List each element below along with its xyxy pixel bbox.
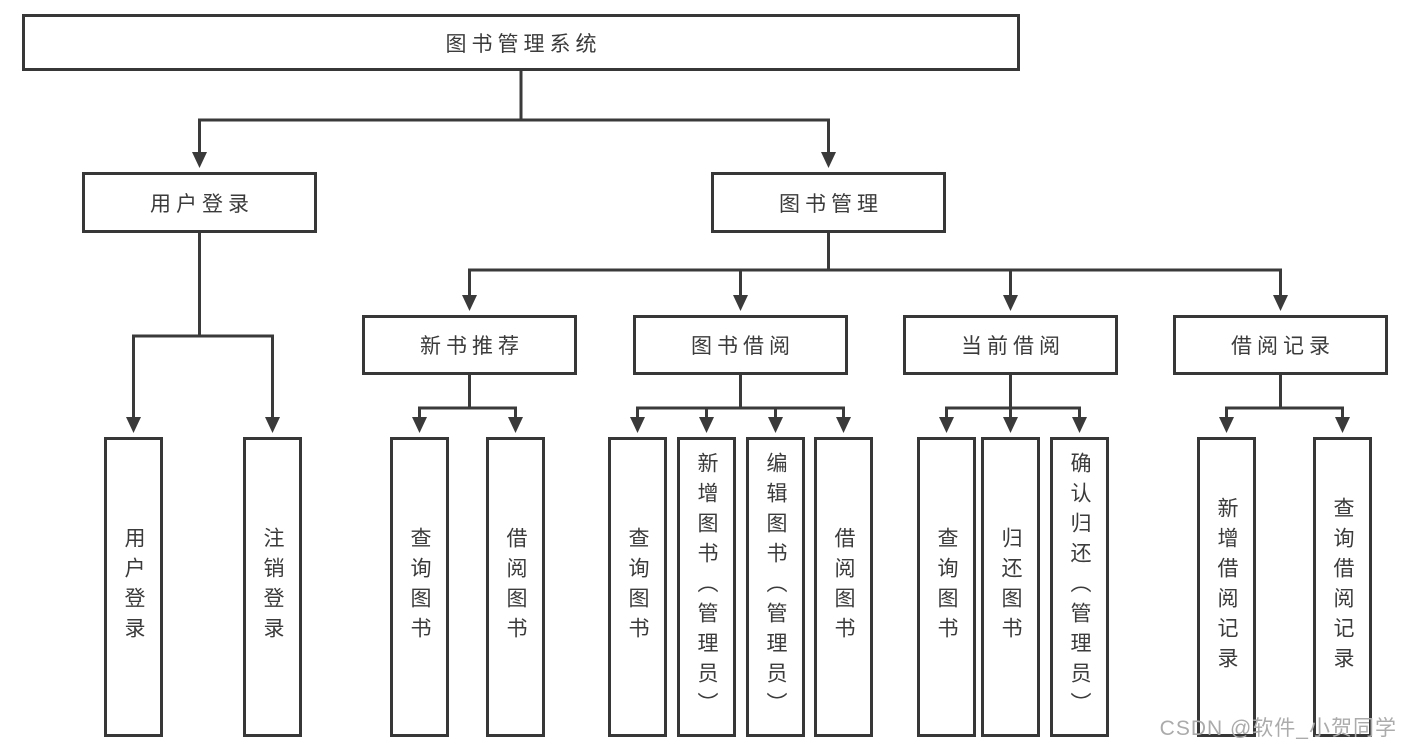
leaf-add-borrow-record: 新增借阅记录 (1197, 437, 1256, 737)
leaf-return-books-label: 归还图书 (999, 527, 1022, 647)
node-borrowing-records: 借阅记录 (1173, 315, 1388, 375)
leaf-query-books-recommend: 查询图书 (390, 437, 449, 737)
node-root-library-system: 图书管理系统 (22, 14, 1020, 71)
leaf-edit-book-admin-label: 编辑图书（管理员） (764, 452, 787, 722)
leaf-borrow-books-recommend: 借阅图书 (486, 437, 545, 737)
leaf-query-borrow-record-label: 查询借阅记录 (1331, 497, 1354, 677)
leaf-add-book-admin: 新增图书（管理员） (677, 437, 736, 737)
leaf-query-borrow-record: 查询借阅记录 (1313, 437, 1372, 737)
leaf-edit-book-admin: 编辑图书（管理员） (746, 437, 805, 737)
leaf-add-book-admin-label: 新增图书（管理员） (695, 452, 718, 722)
node-book-management: 图书管理 (711, 172, 946, 233)
leaf-query-books-borrowing: 查询图书 (608, 437, 667, 737)
leaf-confirm-return-admin: 确认归还（管理员） (1050, 437, 1109, 737)
leaf-add-borrow-record-label: 新增借阅记录 (1215, 497, 1238, 677)
leaf-user-login-label: 用户登录 (122, 527, 145, 647)
leaf-user-login: 用户登录 (104, 437, 163, 737)
leaf-confirm-return-admin-label: 确认归还（管理员） (1068, 452, 1091, 722)
node-book-borrowing: 图书借阅 (633, 315, 848, 375)
leaf-borrow-books-label: 借阅图书 (832, 527, 855, 647)
leaf-borrow-books: 借阅图书 (814, 437, 873, 737)
leaf-logout-label: 注销登录 (261, 527, 284, 647)
leaf-query-books-current: 查询图书 (917, 437, 976, 737)
leaf-query-books-borrowing-label: 查询图书 (626, 527, 649, 647)
leaf-query-books-current-label: 查询图书 (935, 527, 958, 647)
leaf-logout: 注销登录 (243, 437, 302, 737)
leaf-borrow-books-recommend-label: 借阅图书 (504, 527, 527, 647)
leaf-query-books-recommend-label: 查询图书 (408, 527, 431, 647)
node-user-login: 用户登录 (82, 172, 317, 233)
node-new-book-recommendation: 新书推荐 (362, 315, 577, 375)
leaf-return-books: 归还图书 (981, 437, 1040, 737)
node-current-borrowing: 当前借阅 (903, 315, 1118, 375)
